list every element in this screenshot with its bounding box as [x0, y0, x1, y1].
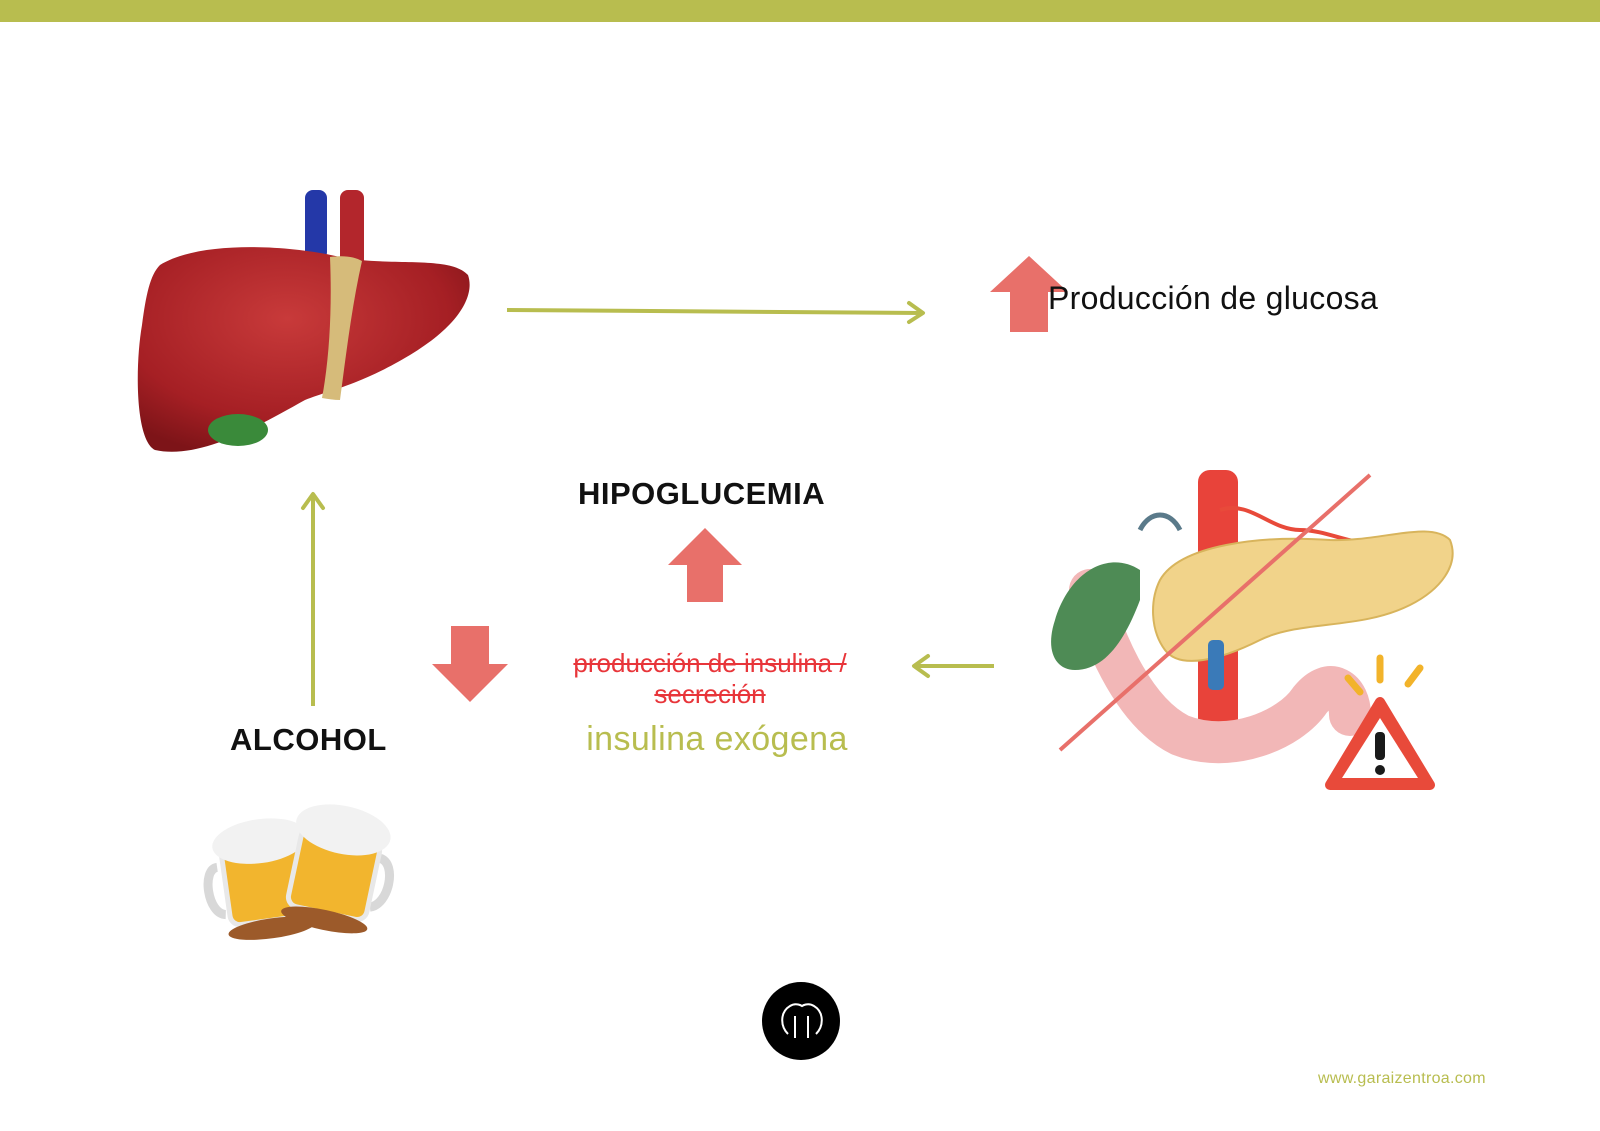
- brand-logo-icon: [762, 982, 840, 1060]
- up-arrow-icon: [668, 528, 742, 602]
- website-url: www.garaizentroa.com: [1318, 1070, 1486, 1087]
- hypoglycemia-label: HIPOGLUCEMIA: [578, 476, 826, 511]
- top-accent-bar: [0, 0, 1600, 22]
- arrow-alcohol-to-liver: [301, 492, 325, 706]
- warning-triangle-icon: [1325, 654, 1435, 790]
- alcohol-label: ALCOHOL: [230, 722, 387, 757]
- pancreas-icon: [1051, 470, 1454, 764]
- liver-icon: [137, 190, 470, 452]
- beer-mugs-icon: [203, 804, 394, 940]
- insulin-production-struck-label: producción de insulina / secreción: [573, 648, 847, 709]
- glucose-production-label: Producción de glucosa: [1048, 280, 1379, 316]
- up-arrow-icon: [990, 256, 1068, 332]
- arrow-pancreas-to-insulin: [912, 654, 994, 678]
- down-arrow-icon: [432, 626, 508, 702]
- exogenous-insulin-label: insulina exógena: [586, 720, 848, 758]
- arrow-liver-to-glucose: [506, 301, 925, 324]
